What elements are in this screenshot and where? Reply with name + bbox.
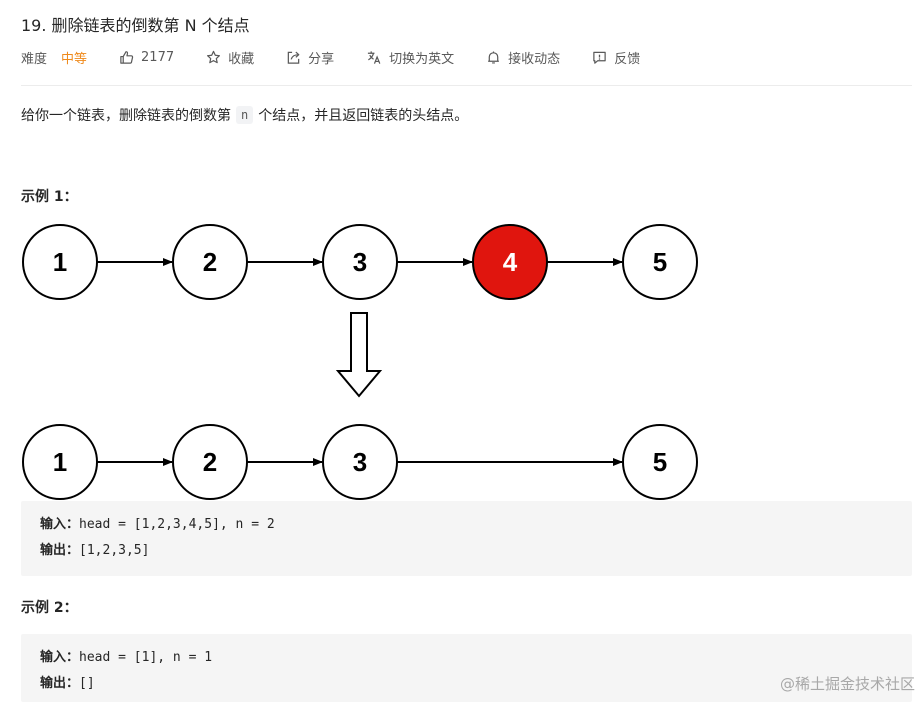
feedback-label: 反馈 xyxy=(614,51,641,67)
watermark: @稀土掘金技术社区 xyxy=(779,675,915,693)
switch-language-button[interactable]: 切换为英文 xyxy=(366,48,454,67)
linked-list-diagram: 1 2 3 4 5 1 2 3 5 xyxy=(22,224,698,500)
bottom-node-3 xyxy=(322,424,398,500)
like-count: 2177 xyxy=(141,49,175,65)
top-node-label-5: 5 xyxy=(653,247,667,277)
example-2-input-value: head = [1], n = 1 xyxy=(79,650,213,665)
transform-arrow-down xyxy=(335,312,383,398)
example-2-output-label: 输出： xyxy=(40,676,80,691)
translate-icon xyxy=(368,50,381,64)
example-1-input-value: head = [1,2,3,4,5], n = 2 xyxy=(79,517,275,532)
description-text-before: 给你一个链表，删除链表的倒数第 xyxy=(21,108,231,124)
example-1-output-line: 输出：[1,2,3,5] xyxy=(40,541,912,567)
top-node-2 xyxy=(172,224,248,300)
difficulty-label: 难度 xyxy=(21,51,48,67)
switch-language-label: 切换为英文 xyxy=(389,51,455,67)
top-node-label-3: 3 xyxy=(353,247,367,277)
description-text-after: 个结点，并且返回链表的头结点。 xyxy=(258,108,469,124)
bottom-node-label-1: 1 xyxy=(53,447,67,477)
top-node-label-4: 4 xyxy=(503,247,518,277)
bell-icon xyxy=(488,51,500,64)
top-node-4-highlighted xyxy=(472,224,548,300)
bottom-node-5 xyxy=(622,424,698,500)
favorite-label: 收藏 xyxy=(228,51,255,67)
example-1-output-label: 输出： xyxy=(40,543,80,558)
example-1-title: 示例 1： xyxy=(21,189,78,205)
share-button[interactable]: 分享 xyxy=(286,48,334,67)
feedback-button[interactable]: 反馈 xyxy=(592,48,640,67)
share-label: 分享 xyxy=(308,51,335,67)
thumbs-up-icon xyxy=(120,50,134,64)
feedback-icon xyxy=(593,51,606,64)
top-node-5 xyxy=(622,224,698,300)
problem-meta-bar: 难度 中等 2177 收藏 分享 切换为英文 接收动态 xyxy=(21,46,640,68)
favorite-button[interactable]: 收藏 xyxy=(206,48,254,67)
inline-code-n: n xyxy=(236,106,254,124)
example-2-input-label: 输入： xyxy=(40,650,80,665)
share-icon xyxy=(287,51,300,64)
problem-description: 给你一个链表，删除链表的倒数第 n 个结点，并且返回链表的头结点。 xyxy=(21,105,468,125)
example-1-output-value: [1,2,3,5] xyxy=(79,543,150,558)
bottom-node-2 xyxy=(172,424,248,500)
result-list: 1 2 3 5 xyxy=(22,424,698,500)
top-node-label-1: 1 xyxy=(53,247,67,277)
example-2-output-value: [] xyxy=(79,676,95,691)
top-node-1 xyxy=(22,224,98,300)
subscribe-label: 接收动态 xyxy=(508,51,561,67)
like-button[interactable]: 2177 xyxy=(119,50,174,65)
top-node-3 xyxy=(322,224,398,300)
subscribe-button[interactable]: 接收动态 xyxy=(486,48,560,67)
example-1-code-block: 输入：head = [1,2,3,4,5], n = 2 输出：[1,2,3,5… xyxy=(21,501,912,576)
bottom-node-label-2: 2 xyxy=(203,447,217,477)
top-node-label-2: 2 xyxy=(203,247,217,277)
problem-title: 19. 删除链表的倒数第 N 个结点 xyxy=(21,16,250,35)
example-1-input-line: 输入：head = [1,2,3,4,5], n = 2 xyxy=(40,515,912,541)
header-divider xyxy=(21,85,912,86)
original-list: 1 2 3 4 5 xyxy=(22,224,698,300)
example-2-output-line: 输出：[] xyxy=(40,674,912,700)
star-icon xyxy=(207,50,221,63)
bottom-node-1 xyxy=(22,424,98,500)
example-1-input-label: 输入： xyxy=(40,517,80,532)
example-2-input-line: 输入：head = [1], n = 1 xyxy=(40,648,912,674)
difficulty-badge: 中等 xyxy=(61,51,88,67)
example-2-code-block: 输入：head = [1], n = 1 输出：[] xyxy=(21,634,912,702)
bottom-node-label-5: 5 xyxy=(653,447,667,477)
bottom-node-label-3: 3 xyxy=(353,447,367,477)
example-2-title: 示例 2： xyxy=(21,600,78,616)
